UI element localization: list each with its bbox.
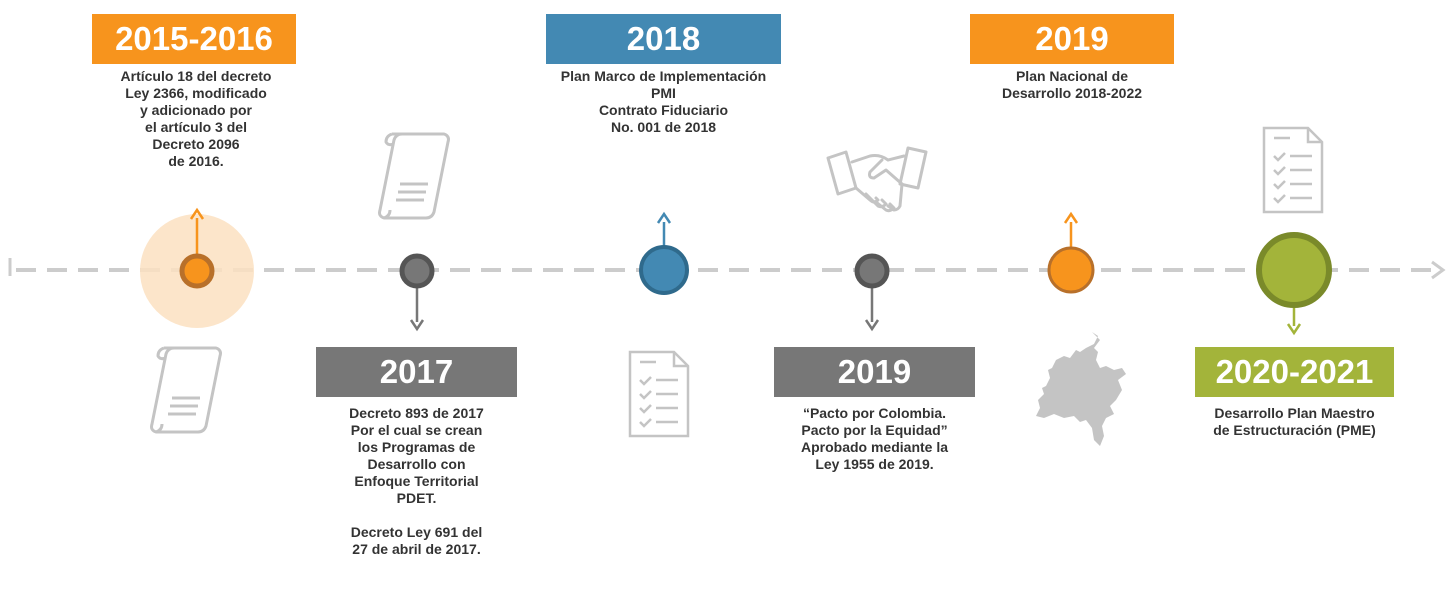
year-label-2018: 2018: [546, 14, 781, 64]
scroll-document-icon: [150, 346, 222, 434]
checklist-document-icon: [1262, 126, 1324, 214]
scroll-document-icon: [378, 132, 450, 220]
event-description-2020-2021: Desarrollo Plan Maestro de Estructuració…: [1213, 405, 1376, 438]
event-description-2019-b: Plan Nacional de Desarrollo 2018-2022: [1001, 68, 1143, 101]
year-label-2017: 2017: [316, 347, 517, 397]
timeline-arrow-icon: [1431, 260, 1446, 280]
colombia-map-icon: [1036, 332, 1126, 446]
year-label-2020-2021: 2020-2021: [1195, 347, 1394, 397]
event-description-2018: Plan Marco de Implementación PMI Contrat…: [560, 68, 767, 135]
event-description-2015-2016: Artículo 18 del decreto Ley 2366, modifi…: [120, 68, 272, 169]
year-label-2019-b: 2019: [970, 14, 1174, 64]
event-description-2017: Decreto 893 de 2017 Por el cual se crean…: [349, 405, 484, 557]
year-label-2019-a: 2019: [774, 347, 975, 397]
handshake-icon: [826, 146, 928, 213]
year-label-2015-2016: 2015-2016: [92, 14, 296, 64]
checklist-document-icon: [628, 350, 690, 438]
event-description-2019-a: “Pacto por Colombia. Pacto por la Equida…: [800, 405, 949, 472]
